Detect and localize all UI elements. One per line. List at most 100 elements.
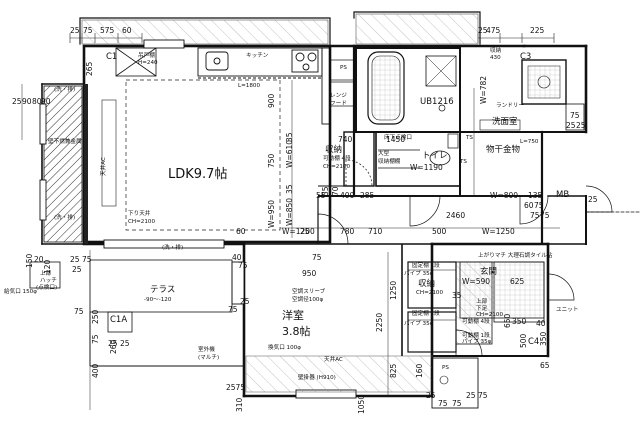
room-entrance-label: 玄関 (480, 267, 498, 277)
note-pipe-35-2: パイプ 35φ (404, 321, 434, 327)
dim-75c: 75 (534, 201, 544, 210)
storage-kitchen-3: CH=2100 (323, 164, 351, 170)
code-c4: C4 (528, 337, 540, 347)
dim-75e: 75 (238, 261, 248, 270)
dim-25j: 25 (576, 121, 586, 130)
note-wall-fire: 壁不燃兼金属 (48, 139, 82, 145)
storage-washroom-l: L=750 (520, 139, 539, 145)
note-upper-hatch-2: ハッチ (40, 278, 57, 284)
note-supply-vent: 給気口 150φ (4, 289, 37, 295)
note-upper-hatch: 上部 (40, 271, 52, 277)
dim-800: W=800 (490, 191, 519, 200)
note-soffit: 下り天井 (128, 211, 151, 217)
note-hole-3: (洗・排) (162, 245, 184, 251)
dim-left-90: 90 (22, 97, 32, 106)
dim-75o: 75 (228, 305, 238, 314)
dim-left-265: 265 (85, 61, 94, 76)
room-ldk-label: LDK9.7帖 (168, 167, 228, 182)
dim-left-90b: 90 (41, 97, 51, 106)
note-pipe-35: パイプ 35φ (404, 271, 434, 277)
label-counter-l: L=1800 (238, 83, 261, 89)
room-mb-label: MB (556, 190, 570, 200)
note-toilet-spare: 大型 (378, 151, 390, 157)
dim-350: 350 (512, 317, 527, 326)
code-ps-1: PS (340, 65, 347, 71)
label-upper-cabinet-h: H=240 (138, 60, 158, 66)
dim-782: W=782 (479, 75, 488, 104)
dim-260: 260 (109, 339, 118, 354)
room-drying-label: 物干金物 (486, 145, 521, 155)
dim-135: 135 (528, 191, 543, 200)
dim-160: 160 (415, 363, 424, 378)
storage-laundry: ランドリー (496, 103, 524, 109)
note-vent: 換気口 100φ (268, 345, 301, 351)
dim-75d: 75 (530, 211, 540, 220)
dim-25k: 25 (300, 227, 310, 236)
note-fixed-shelf-2: 固定棚 1段 (412, 311, 440, 317)
dim-top-225: 225 (530, 26, 545, 35)
dim-1250: 1250 (389, 280, 398, 300)
dim-710: 710 (368, 227, 383, 236)
unit-bath (355, 47, 461, 133)
code-c3: C3 (520, 52, 532, 62)
dim-75k: 75 (478, 391, 488, 400)
dim-w850: W=850 (285, 197, 294, 226)
room-unit-bath-label: UB1216 (420, 97, 454, 107)
dim-top-25a: 25 (70, 26, 80, 35)
note-shoe-upper: 上部 (476, 299, 488, 305)
dim-500b: 500 (519, 333, 528, 348)
code-c1: C1 (106, 52, 118, 62)
dim-35d: 35 (452, 291, 462, 300)
label-kitchen-note: キッチン (246, 53, 269, 59)
dim-900: 900 (267, 93, 276, 108)
dim-625: 625 (510, 277, 525, 286)
room-toilet-label: トイレ (422, 151, 448, 161)
dim-250: 250 (91, 309, 100, 324)
dim-75f: 75 (91, 334, 100, 344)
dim-60c: 60 (236, 227, 246, 236)
interior-dimension-lines (21, 80, 560, 410)
dim-left-80: 80 (32, 97, 42, 106)
refrigerator-space (115, 47, 157, 77)
note-ceiling-ac-2: 天井AC (324, 357, 343, 363)
dim-25f: 25 (120, 339, 130, 348)
room-entrance-note: 上がりマチ 大理石調タイル貼 (478, 253, 553, 259)
note-shoe-ch: CH=2100 (476, 312, 504, 318)
note-hole-2: (洗・排) (54, 215, 76, 221)
storage-entrance-1: 収納 (418, 279, 436, 289)
note-sleeve: 空調スリーブ (292, 289, 326, 295)
dim-w950: W=950 (267, 199, 276, 228)
dim-1250b: W=1250 (482, 227, 515, 236)
dim-950b: 950 (302, 269, 317, 278)
note-shoe-shelf-2: 可動棚 1段 (462, 333, 490, 339)
dim-75n: 75 (312, 253, 322, 262)
dim-55: 55 (316, 191, 326, 200)
dim-120: 120 (43, 259, 52, 274)
dim-40: 40 (232, 253, 242, 262)
dim-740: 740 (338, 135, 353, 144)
dim-750: 750 (267, 153, 276, 168)
note-pipe-35-3: パイプ 35φ (462, 339, 492, 345)
label-upper-cabinet: 吊戸棚 (138, 53, 155, 59)
dim-400: 400 (340, 191, 355, 200)
room-western-label: 洋室 (282, 309, 304, 322)
storage-washroom-dim: 430 (490, 55, 501, 61)
code-ts-2: TS (460, 159, 467, 165)
dim-25m: 25 (588, 195, 598, 204)
dim-w1200: W=1200 (282, 227, 315, 236)
note-exterior-wall: 壁掛器 (H910) (298, 375, 336, 381)
room-washroom-label: 洗面室 (492, 117, 518, 127)
dim-75i: 75 (438, 399, 448, 408)
dim-2575: 2575 (226, 383, 246, 392)
dim-60b: 60 (524, 201, 534, 210)
dim-40b: 40 (536, 319, 546, 328)
storage-entrance-2: CH=2100 (416, 290, 444, 296)
door-swings (317, 159, 613, 357)
dim-780: 780 (340, 227, 355, 236)
dim-75m: 75 (540, 211, 550, 220)
dim-75h: 75 (74, 307, 84, 316)
entrance-tile-floor (459, 261, 545, 319)
note-soffit-ch: CH=2100 (128, 219, 156, 225)
dim-1050: 1050 (357, 394, 366, 414)
